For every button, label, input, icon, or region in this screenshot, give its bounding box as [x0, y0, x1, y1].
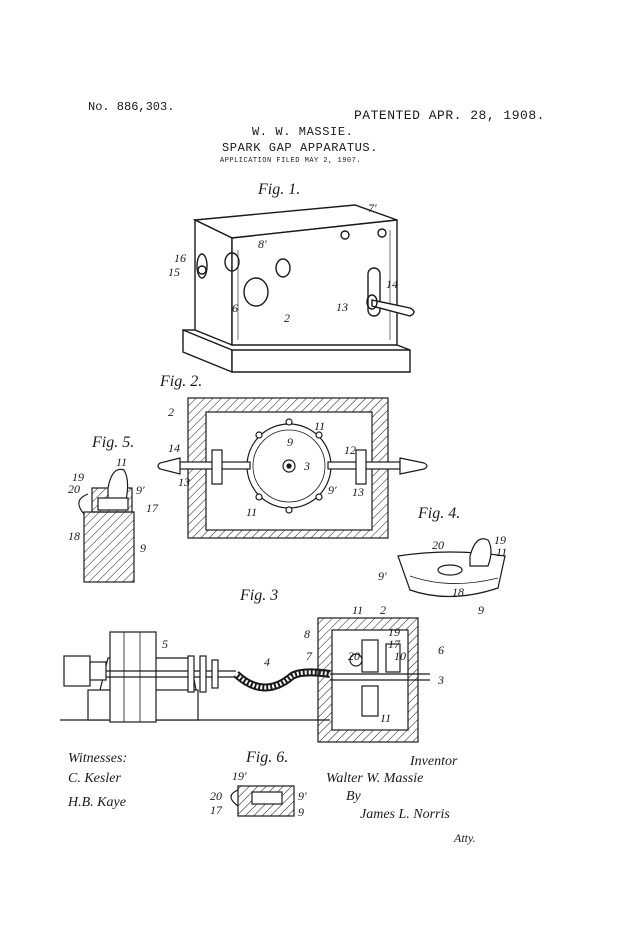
- label-20-fig6: 20: [210, 789, 222, 803]
- label-20-fig3: 20: [348, 649, 360, 663]
- label-3-fig3: 3: [437, 673, 444, 687]
- figure-4-label: Fig. 4.: [417, 505, 460, 522]
- label-13-fig2-left: 13: [178, 475, 190, 489]
- label-6-fig1: 6: [232, 301, 238, 315]
- label-7-prime-fig1: 7': [368, 201, 377, 215]
- label-18-fig4: 18: [452, 585, 464, 599]
- figure-3-assembly: [60, 617, 430, 743]
- figure-5-detail: [78, 468, 135, 583]
- label-8-prime-fig1: 8': [258, 237, 267, 251]
- label-14-fig1: 14: [386, 277, 398, 291]
- inventor-name: W. W. MASSIE.: [252, 125, 354, 139]
- inventor-signature: Walter W. Massie: [326, 771, 423, 786]
- label-4-fig3: 4: [264, 655, 270, 669]
- label-19-fig3: 19: [388, 625, 400, 639]
- label-14-fig2: 14: [168, 441, 180, 455]
- label-16-fig1: 16: [174, 251, 186, 265]
- witnesses-label: Witnesses:: [68, 751, 127, 766]
- label-2-fig2: 2: [168, 405, 174, 419]
- attorney-signature: James L. Norris: [360, 807, 450, 822]
- label-19-prime-fig6: 19': [232, 769, 247, 783]
- label-9-prime-fig5: 9': [136, 483, 145, 497]
- patent-title: SPARK GAP APPARATUS.: [222, 141, 379, 155]
- label-9-fig4: 9: [478, 603, 484, 617]
- figure-3-label: Fig. 3: [239, 587, 278, 604]
- label-18-fig5: 18: [68, 529, 80, 543]
- attorney-label: Atty.: [453, 831, 476, 845]
- label-11-fig2-top: 11: [314, 419, 325, 433]
- label-9-prime-fig6: 9': [298, 789, 307, 803]
- label-17-fig6: 17: [210, 803, 223, 817]
- figure-6-label: Fig. 6.: [245, 749, 288, 766]
- figure-4-detail: [397, 538, 506, 598]
- application-filed-line: APPLICATION FILED MAY 2, 1907.: [220, 157, 362, 165]
- label-9-prime-fig4: 9': [378, 569, 387, 583]
- label-11-fig5: 11: [116, 455, 127, 469]
- inventor-label: Inventor: [409, 754, 458, 769]
- label-12-fig2: 12: [344, 443, 356, 457]
- label-13-fig2-right: 13: [352, 485, 364, 499]
- figure-1-box-perspective: [182, 204, 415, 374]
- label-19-fig5: 19: [72, 470, 84, 484]
- label-9-fig2: 9: [287, 435, 293, 449]
- label-13-fig1: 13: [336, 300, 348, 314]
- label-9-prime-fig2: 9': [328, 483, 337, 497]
- witness-2-signature: H.B. Kaye: [67, 795, 126, 810]
- label-11-fig4: 11: [496, 545, 507, 559]
- label-6-fig3: 6: [438, 643, 444, 657]
- figure-2-label: Fig. 2.: [159, 373, 202, 390]
- label-15-fig1: 15: [168, 265, 180, 279]
- witness-1-signature: C. Kesler: [68, 771, 121, 786]
- label-11-fig3-top: 11: [352, 603, 363, 617]
- label-20-fig5: 20: [68, 482, 80, 496]
- label-9-fig6: 9: [298, 805, 304, 819]
- label-10-fig3: 10: [394, 649, 406, 663]
- label-8-fig3: 8: [304, 627, 310, 641]
- label-9-fig5: 9: [140, 541, 146, 555]
- label-5-fig3: 5: [162, 637, 168, 651]
- label-20-fig4: 20: [432, 538, 444, 552]
- patent-number: No. 886,303.: [88, 100, 175, 114]
- figure-1-label: Fig. 1.: [257, 181, 300, 198]
- figure-2-section-view: [157, 397, 428, 539]
- label-11-fig2-bottom: 11: [246, 505, 257, 519]
- figure-6-detail: [230, 785, 295, 817]
- figure-5-label: Fig. 5.: [91, 434, 134, 451]
- patented-date: PATENTED APR. 28, 1908.: [354, 108, 545, 123]
- label-2-fig1: 2: [284, 311, 290, 325]
- label-17-fig5: 17: [146, 501, 159, 515]
- label-7-fig3: 7: [306, 649, 313, 663]
- label-17-fig3: 17: [388, 637, 401, 651]
- by-label: By: [346, 789, 362, 804]
- label-19-fig4: 19: [494, 533, 506, 547]
- label-3-fig2: 3: [303, 459, 310, 473]
- label-2-fig3: 2: [380, 603, 386, 617]
- label-11-fig3-bottom: 11: [380, 711, 391, 725]
